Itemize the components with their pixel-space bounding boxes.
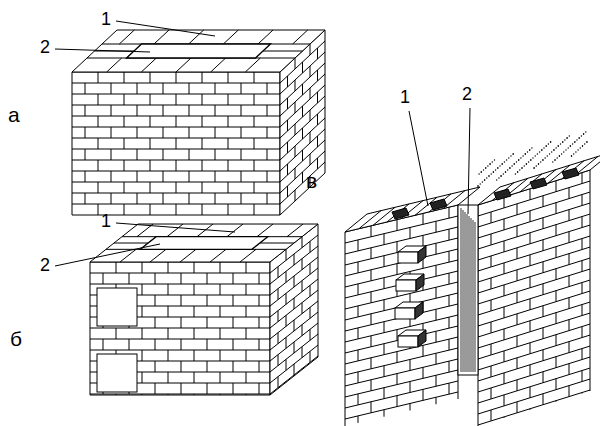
callout-number: 1	[400, 88, 410, 106]
solid-wall-block	[72, 30, 325, 215]
wall-pocket	[97, 354, 137, 392]
brick-face	[345, 205, 458, 426]
brick-masonry	[72, 30, 600, 426]
cavity-opening	[140, 237, 268, 250]
brick-end	[430, 199, 447, 210]
brick-face	[478, 152, 600, 205]
brick-face	[478, 170, 590, 426]
leader-line	[55, 49, 150, 52]
callout-number: 1	[101, 10, 111, 28]
leader-line	[116, 223, 235, 232]
callout-number: 2	[40, 38, 50, 56]
leader-line	[55, 244, 160, 266]
toothing-brick	[398, 246, 426, 263]
toothing-brick	[398, 330, 426, 347]
brick-face	[72, 72, 280, 215]
figure-letter: б	[10, 328, 22, 349]
brick-end	[494, 189, 511, 200]
wall-block-with-pockets	[90, 224, 318, 395]
brick-face	[90, 262, 270, 395]
figure-letter: в	[306, 170, 317, 191]
leader-lines	[55, 21, 470, 266]
wall-pocket	[97, 288, 137, 326]
vertical-groove	[458, 205, 478, 375]
callout-number: 2	[40, 256, 50, 274]
toothing-brick	[395, 302, 423, 319]
leader-line	[409, 111, 428, 206]
callout-number: 2	[462, 85, 472, 103]
brick-end	[392, 208, 409, 219]
cavity-opening	[127, 44, 271, 58]
toothing-brick	[396, 274, 424, 291]
leader-line	[468, 108, 470, 214]
wall-junction	[345, 131, 600, 426]
leader-line	[116, 21, 215, 36]
brick-end	[562, 168, 579, 179]
callout-number: 1	[101, 212, 111, 230]
brick-end	[530, 178, 547, 189]
figure-letter: а	[8, 104, 20, 125]
